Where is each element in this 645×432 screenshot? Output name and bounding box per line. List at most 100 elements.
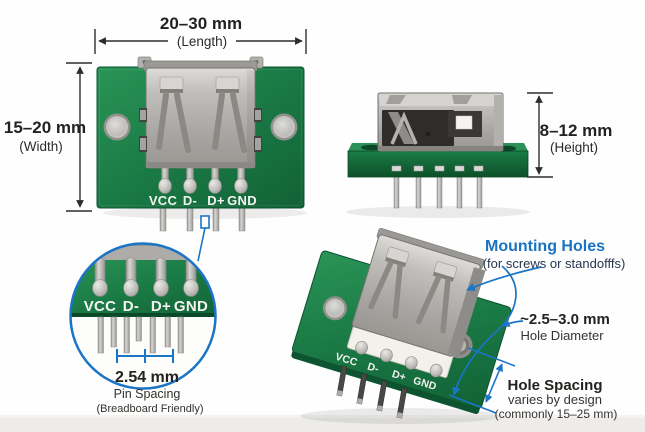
hole-diameter-value: ~2.5–3.0 mm [520, 311, 610, 328]
pin-spacing-note: (Breadboard Friendly) [97, 403, 204, 415]
contact-spring-right [212, 76, 247, 153]
hole-spacing-arrow [485, 363, 503, 403]
side-tab [255, 110, 261, 120]
rivet-dot [426, 132, 430, 136]
mounting-holes-note: (for screws or standofffs) [483, 256, 626, 271]
mounting-holes-title: Mounting Holes [485, 238, 605, 255]
pin [476, 175, 483, 209]
length-dimension [94, 29, 307, 54]
solder-blob [404, 356, 418, 370]
side-tab [255, 138, 261, 150]
board2-pcb-edge [347, 150, 529, 178]
board1-pin-label-dplus: D+ [207, 193, 225, 208]
hole-diameter-arrow [501, 319, 524, 327]
hole-spacing-tick-top [467, 347, 516, 367]
pin-detail-inset: VCC D- D+ GND 2.54 mm Pin Spacing (Bread… [69, 215, 217, 415]
hole-diameter-label: Hole Diameter [520, 328, 604, 343]
inner-spring [388, 112, 414, 144]
board2-pins [393, 175, 483, 209]
mounting-holes-arrow-upper [466, 266, 542, 291]
hole-spacing-line2: (commonly 15–25 mm) [495, 407, 618, 421]
pin-spacing-value: 2.54 mm [115, 369, 179, 386]
contact-spring-left [368, 246, 410, 319]
width-dimension [66, 62, 92, 212]
length-label: (Length) [177, 34, 227, 49]
shell-shade [247, 70, 254, 166]
pin-tip [336, 390, 343, 397]
zoom-source-box [200, 215, 210, 229]
hole-spacing-line1: varies by design [508, 392, 602, 407]
hole-spacing-title: Hole Spacing [507, 377, 602, 394]
contact-spring-right [416, 261, 458, 334]
pin [456, 175, 463, 209]
board1-mounting-hole-right [270, 113, 298, 141]
white-tongue [455, 115, 473, 130]
shell-top-stamp [452, 95, 472, 104]
width-value: 15–20 mm [4, 118, 86, 137]
shell-seam [378, 146, 503, 151]
board2-shadow [346, 206, 530, 218]
board-front-view: VCC D- D+ GND [96, 56, 307, 232]
length-value: 20–30 mm [160, 14, 242, 33]
board2-solder-pads [391, 165, 484, 172]
pin-spacing-label: Pin Spacing [114, 387, 181, 401]
inset-solder-joints [92, 257, 199, 297]
board3-pins [336, 365, 408, 419]
hole-spacing-dimension [448, 347, 516, 414]
board1-shadow [103, 207, 307, 219]
board1-solder-joints [158, 167, 248, 194]
inset-pin-label-vcc: VCC [84, 298, 117, 315]
board1-pin-label-gnd: GND [227, 193, 257, 208]
inset-circle-ring [69, 242, 217, 390]
solder-blob [355, 341, 368, 355]
pin [186, 205, 194, 232]
inset-pin-label-dplus: D+ [151, 298, 171, 315]
usb-connector-side [377, 92, 504, 152]
inset-pins-below [97, 316, 184, 354]
width-label: (Width) [19, 139, 63, 154]
board1-pin-label-vcc: VCC [149, 193, 178, 208]
inset-pin-label-dminus: D- [123, 298, 139, 315]
side-tab [140, 138, 146, 150]
zoom-connector-line [197, 227, 206, 262]
board1-mounting-hole-left [103, 113, 131, 141]
solder-blob [429, 363, 443, 378]
board1-pin-label-dminus: D- [183, 193, 197, 208]
mounting-annotations: Mounting Holes (for screws or standofffs… [448, 238, 626, 421]
inset-connector-bottom [87, 243, 211, 263]
floor-fade [0, 415, 645, 418]
hole-spacing-tick-bottom [448, 394, 497, 414]
board3-mounting-hole-left [322, 296, 347, 321]
usb-connector-front [137, 56, 264, 169]
board-side-view [346, 92, 530, 218]
shell-end-cap [494, 95, 503, 149]
mounting-holes-arrow-lower [452, 265, 517, 396]
board3-pin-label-dplus: D+ [390, 368, 407, 384]
inset-pcb-edge [70, 313, 216, 317]
inset-content: VCC D- D+ GND [70, 243, 216, 354]
shell-top-stamp [386, 95, 406, 104]
solder-blob [380, 348, 393, 363]
pin [436, 175, 443, 209]
pin [415, 175, 422, 209]
pin [238, 205, 246, 232]
floor-shadow-band [0, 415, 645, 432]
height-label: (Height) [550, 140, 598, 155]
board3-rotated: VCC D- D+ GND [291, 227, 512, 415]
pin [212, 205, 220, 232]
height-value: 8–12 mm [540, 121, 613, 140]
side-tab [140, 110, 146, 120]
pin-tip [356, 398, 363, 405]
shell-bottom-edge [146, 162, 255, 168]
pin-spacing-bracket [116, 349, 174, 363]
height-dimension [527, 92, 553, 178]
pin [159, 205, 167, 232]
board3-pin-label-dminus: D- [366, 361, 381, 376]
shell-side-face [447, 267, 486, 357]
usb-connector-angled [346, 227, 486, 378]
floor [0, 418, 645, 432]
board-angled-view: VCC D- D+ GND [291, 227, 512, 424]
inner-spring-wire [390, 111, 418, 145]
